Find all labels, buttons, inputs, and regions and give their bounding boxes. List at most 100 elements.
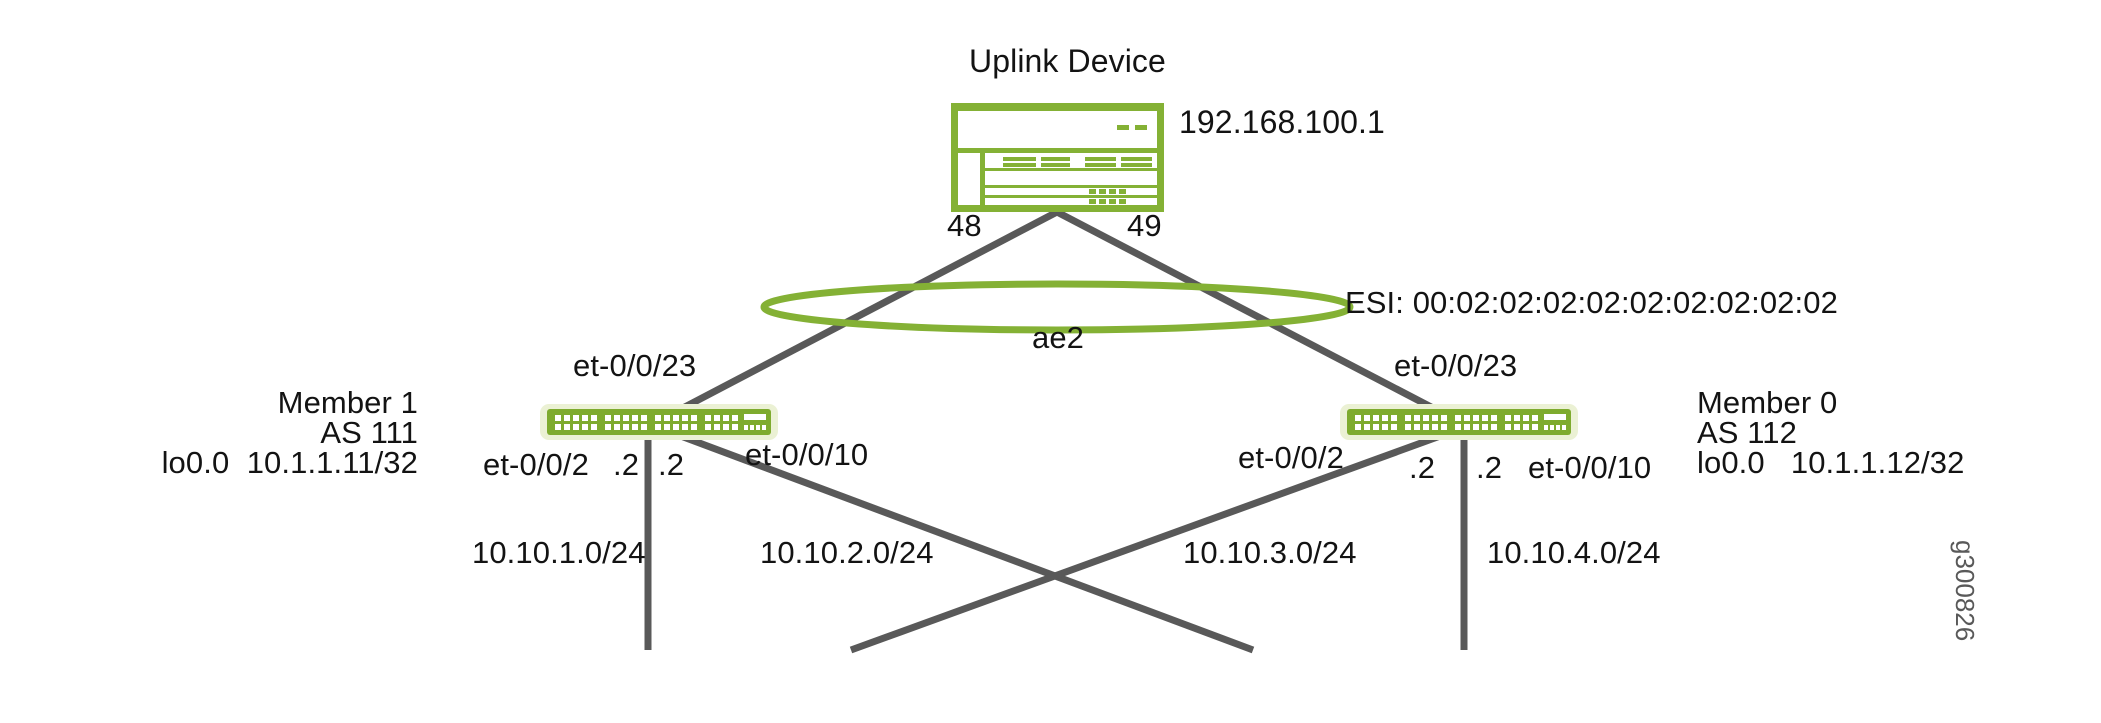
port <box>564 415 570 421</box>
port <box>1432 415 1438 421</box>
port <box>591 415 597 421</box>
port <box>732 424 738 430</box>
port <box>1441 424 1447 430</box>
member1-switch-icon <box>540 404 778 440</box>
port <box>582 424 588 430</box>
port <box>1455 424 1461 430</box>
port <box>723 424 729 430</box>
uplink-module-dash <box>744 414 766 420</box>
member0-uplink-interface-label: et-0/0/23 <box>1394 348 1518 383</box>
port <box>1491 415 1497 421</box>
port <box>555 415 561 421</box>
port <box>1514 424 1520 430</box>
port <box>682 415 688 421</box>
port <box>673 424 679 430</box>
uplink-slot-row-2 <box>985 171 1157 185</box>
port <box>691 424 697 430</box>
port <box>1373 424 1379 430</box>
uplink-slot4-led1 <box>1089 199 1096 204</box>
port <box>564 424 570 430</box>
uplink-top-band <box>958 111 1157 148</box>
member0-right-address-label: .2 <box>1476 450 1503 485</box>
uplink-led-a <box>1117 125 1129 130</box>
link-member0-left-diagonal <box>849 431 1445 654</box>
port <box>605 424 611 430</box>
port <box>1382 415 1388 421</box>
member1-name-label: Member 1 <box>277 385 418 420</box>
uplink-slot3-led1 <box>1089 189 1096 194</box>
port <box>664 424 670 430</box>
port <box>1482 424 1488 430</box>
port <box>1423 424 1429 430</box>
ae2-lag-ellipse <box>760 280 1354 334</box>
port <box>1505 415 1511 421</box>
port <box>1514 415 1520 421</box>
member0-left-address-label: .2 <box>1409 450 1436 485</box>
port <box>573 415 579 421</box>
port <box>1523 424 1529 430</box>
port <box>1355 424 1361 430</box>
port <box>673 415 679 421</box>
port <box>1423 415 1429 421</box>
uplink-module-led <box>750 425 754 430</box>
port <box>664 415 670 421</box>
uplink-slot1-bar8 <box>1121 163 1152 167</box>
member0-loopback-label: lo0.0 10.1.1.12/32 <box>1697 445 1965 480</box>
member0-right-interface-label: et-0/0/10 <box>1528 450 1652 485</box>
uplink-slot4-led2 <box>1099 199 1106 204</box>
subnet-2-label: 10.10.2.0/24 <box>760 535 934 570</box>
member1-left-address-label: .2 <box>613 447 640 482</box>
link-uplink49-to-member0 <box>1055 208 1458 424</box>
port <box>1391 415 1397 421</box>
port <box>655 415 661 421</box>
port <box>1482 415 1488 421</box>
member1-uplink-interface-label: et-0/0/23 <box>573 348 697 383</box>
port <box>614 424 620 430</box>
figure-watermark: g300826 <box>1950 540 1980 642</box>
port <box>641 415 647 421</box>
uplink-module-led <box>1556 425 1560 430</box>
member1-right-address-label: .2 <box>658 447 685 482</box>
subnet-1-label: 10.10.1.0/24 <box>472 535 646 570</box>
member0-switch-body <box>1347 409 1571 435</box>
port <box>714 424 720 430</box>
member0-name-label: Member 0 <box>1697 385 1838 420</box>
port <box>632 415 638 421</box>
member0-switch-icon <box>1340 404 1578 440</box>
port <box>1355 415 1361 421</box>
uplink-slot-row-4 <box>985 198 1157 205</box>
uplink-slot1-bar7 <box>1121 157 1152 161</box>
port <box>732 415 738 421</box>
member1-as-label: AS 111 <box>320 415 418 450</box>
port <box>1405 415 1411 421</box>
uplink-module-led <box>1544 425 1548 430</box>
port <box>1414 424 1420 430</box>
uplink-slot1-bar3 <box>1041 157 1070 161</box>
port <box>723 415 729 421</box>
uplink-port-48-label: 48 <box>947 208 982 243</box>
port <box>1432 424 1438 430</box>
port <box>1464 424 1470 430</box>
port <box>1391 424 1397 430</box>
port <box>1532 424 1538 430</box>
uplink-module-led <box>756 425 760 430</box>
uplink-left-module <box>958 153 980 205</box>
uplink-device-icon <box>951 103 1164 212</box>
port <box>1455 415 1461 421</box>
uplink-slot1-bar2 <box>1003 163 1036 167</box>
subnet-3-label: 10.10.3.0/24 <box>1183 535 1357 570</box>
esi-label: ESI: 00:02:02:02:02:02:02:02:02:02 <box>1345 285 1838 320</box>
uplink-module-led <box>744 425 748 430</box>
port <box>582 415 588 421</box>
link-uplink48-to-member1 <box>658 208 1059 424</box>
member1-right-interface-label: et-0/0/10 <box>745 437 869 472</box>
uplink-device-title: Uplink Device <box>969 43 1166 79</box>
port <box>1405 424 1411 430</box>
port <box>1373 415 1379 421</box>
uplink-led-b <box>1135 125 1147 130</box>
port <box>555 424 561 430</box>
port <box>605 415 611 421</box>
port <box>591 424 597 430</box>
port <box>632 424 638 430</box>
